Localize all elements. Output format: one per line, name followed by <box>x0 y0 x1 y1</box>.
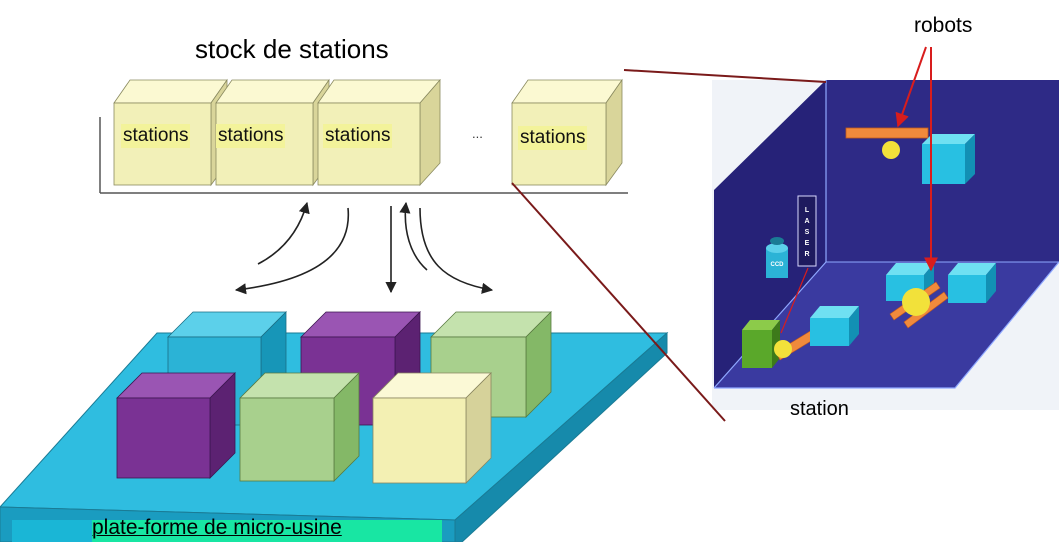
stock-box-label-2: stations <box>216 124 286 148</box>
station-cube-right-2 <box>948 263 996 303</box>
laser-letter: A <box>804 218 809 225</box>
laser-letter: L <box>805 207 810 214</box>
stock-ellipsis: ... <box>472 126 483 141</box>
stock-shelf <box>99 117 628 194</box>
station-cube-upper <box>922 134 975 184</box>
stock-box-label-3: stations <box>323 124 393 148</box>
ccd-text: CCD <box>771 262 785 268</box>
platform-cube-purple-front <box>116 372 236 479</box>
platform-cube-yellow-front <box>372 372 492 484</box>
robot-lower-right <box>889 281 949 329</box>
laser-line <box>780 267 809 334</box>
stock-box-label-1: stations <box>121 124 191 148</box>
platform-label: plate-forme de micro-usine <box>92 516 342 539</box>
stock-title: stock de stations <box>195 34 389 64</box>
laser-letter: R <box>804 251 809 258</box>
robots-pointer-arrows <box>895 46 938 272</box>
laser-column <box>797 195 817 267</box>
robot-upper <box>845 127 929 159</box>
laser-letter: S <box>805 229 810 236</box>
platform-label-highlight <box>12 520 442 542</box>
station-label: station <box>790 398 849 420</box>
station-cube-center <box>810 306 859 346</box>
robots-label: robots <box>914 14 973 37</box>
platform-cube-green-front <box>239 372 360 482</box>
laser-letter: E <box>805 240 810 247</box>
stock-box-label-4: stations <box>518 126 588 150</box>
ccd-camera <box>766 237 788 278</box>
transfer-arrows <box>234 201 494 295</box>
station-green-block <box>742 320 780 368</box>
zoom-connector <box>511 69 827 422</box>
